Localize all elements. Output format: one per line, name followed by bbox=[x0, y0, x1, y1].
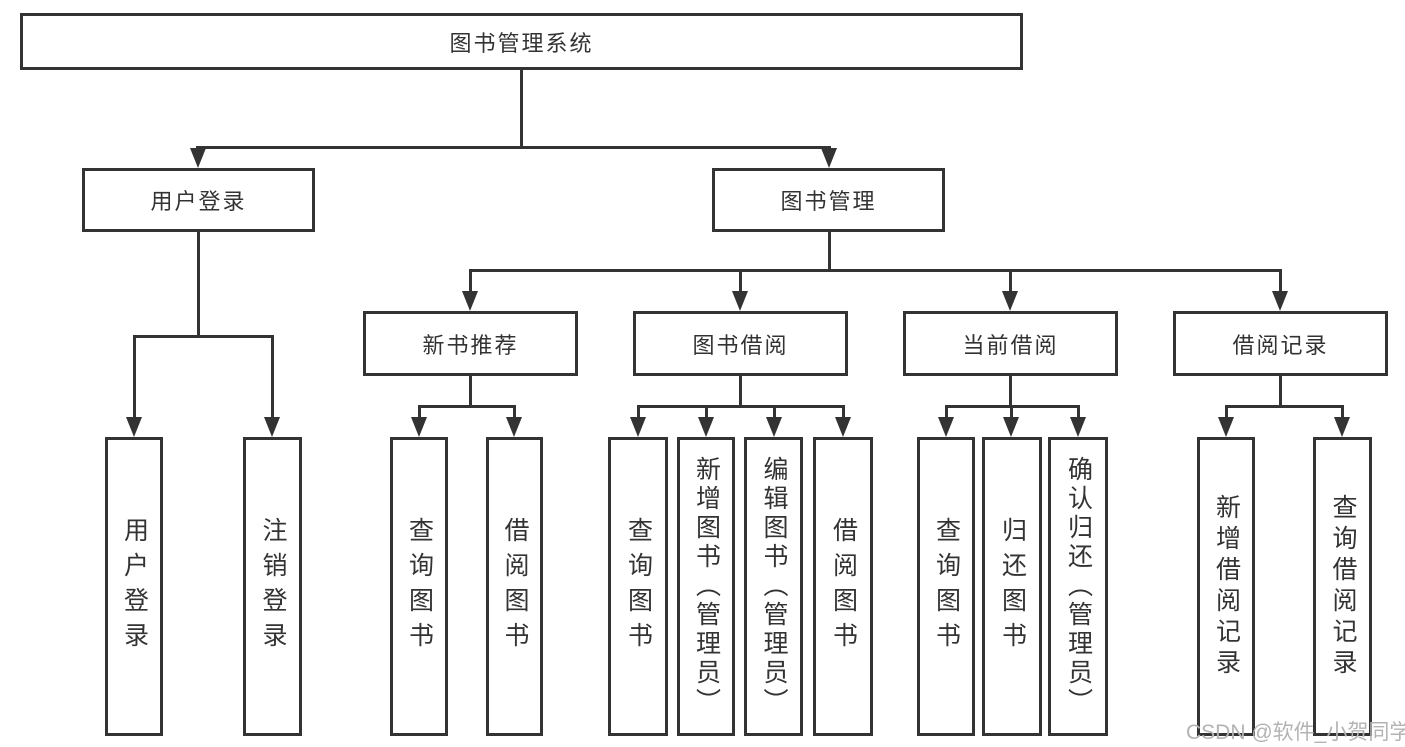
arrow-down-icon bbox=[821, 148, 837, 168]
arrow-down-icon bbox=[1003, 417, 1019, 437]
leaf-user-login: 用户登录 bbox=[105, 437, 163, 736]
arrow-down-icon bbox=[732, 291, 748, 311]
arrow-down-icon bbox=[462, 291, 478, 311]
leaf-add-book-admin: 新增图书（管理员） bbox=[677, 437, 735, 736]
connector-stem bbox=[513, 405, 516, 421]
leaf-logout-login: 注销登录 bbox=[243, 437, 302, 736]
connector-stem bbox=[418, 405, 421, 421]
connector-hline bbox=[637, 405, 845, 408]
arrow-down-icon bbox=[698, 417, 714, 437]
leaf-edit-book-admin: 编辑图书（管理员） bbox=[744, 437, 803, 736]
connector-hline-level2 bbox=[196, 146, 831, 149]
arrow-down-icon bbox=[1218, 417, 1234, 437]
connector-vline bbox=[739, 376, 742, 407]
connector-stem bbox=[1010, 405, 1013, 421]
node-current-borrow: 当前借阅 bbox=[903, 311, 1118, 376]
connector-vline bbox=[1279, 376, 1282, 407]
arrow-down-icon bbox=[190, 148, 206, 168]
connector-vline-user-login bbox=[197, 232, 200, 338]
arrow-down-icon bbox=[506, 417, 522, 437]
arrow-down-icon bbox=[1070, 417, 1086, 437]
arrow-down-icon bbox=[126, 417, 142, 437]
connector-stem bbox=[1225, 405, 1228, 421]
connector-stem bbox=[271, 335, 274, 419]
connector-stem bbox=[705, 405, 708, 421]
leaf-query-books-1: 查询图书 bbox=[390, 437, 448, 736]
node-book-borrow: 图书借阅 bbox=[633, 311, 848, 376]
connector-stem bbox=[469, 269, 472, 295]
leaf-query-books-3: 查询图书 bbox=[917, 437, 975, 736]
leaf-confirm-return-admin: 确认归还（管理员） bbox=[1048, 437, 1108, 736]
leaf-add-borrow-record: 新增借阅记录 bbox=[1197, 437, 1255, 736]
connector-hline-user-login bbox=[133, 335, 274, 338]
connector-vline-book-management bbox=[828, 232, 831, 272]
connector-vline bbox=[469, 376, 472, 407]
connector-stem bbox=[1341, 405, 1344, 421]
arrow-down-icon bbox=[766, 417, 782, 437]
connector-stem bbox=[945, 405, 948, 421]
connector-stem bbox=[1077, 405, 1080, 421]
leaf-query-books-2: 查询图书 bbox=[608, 437, 668, 736]
connector-stem bbox=[1279, 269, 1282, 295]
connector-hline-level3 bbox=[469, 269, 1282, 272]
csdn-watermark: CSDN @软件_小贺同学 bbox=[1186, 721, 1405, 744]
node-borrow-records: 借阅记录 bbox=[1173, 311, 1388, 376]
leaf-query-borrow-record: 查询借阅记录 bbox=[1313, 437, 1372, 736]
connector-stem bbox=[739, 269, 742, 295]
arrow-down-icon bbox=[630, 417, 646, 437]
arrow-down-icon bbox=[264, 417, 280, 437]
leaf-borrow-books-1: 借阅图书 bbox=[486, 437, 543, 736]
arrow-down-icon bbox=[1002, 291, 1018, 311]
arrow-down-icon bbox=[1334, 417, 1350, 437]
node-book-management: 图书管理 bbox=[712, 168, 945, 232]
connector-hline bbox=[418, 405, 516, 408]
connector-hline bbox=[1225, 405, 1344, 408]
connector-stem bbox=[637, 405, 640, 421]
node-user-login: 用户登录 bbox=[82, 168, 315, 232]
arrow-down-icon bbox=[835, 417, 851, 437]
connector-stem bbox=[133, 335, 136, 419]
connector-vline bbox=[1009, 376, 1012, 407]
connector-stem bbox=[773, 405, 776, 421]
node-new-book-recommend: 新书推荐 bbox=[363, 311, 578, 376]
leaf-return-books: 归还图书 bbox=[982, 437, 1042, 736]
arrow-down-icon bbox=[1272, 291, 1288, 311]
arrow-down-icon bbox=[411, 417, 427, 437]
connector-vline-root bbox=[520, 70, 523, 148]
connector-stem bbox=[842, 405, 845, 421]
node-root-library-management-system: 图书管理系统 bbox=[20, 13, 1023, 70]
arrow-down-icon bbox=[938, 417, 954, 437]
leaf-borrow-books-2: 借阅图书 bbox=[813, 437, 873, 736]
connector-stem bbox=[1009, 269, 1012, 295]
